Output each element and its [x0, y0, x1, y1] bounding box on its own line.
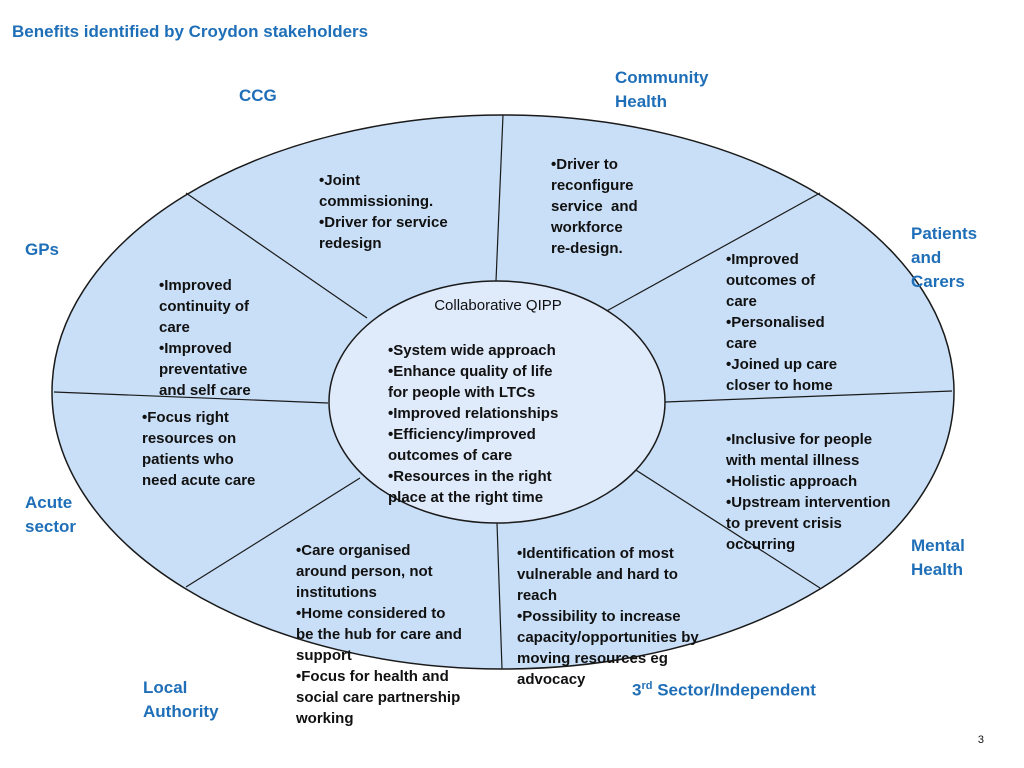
divider-community-patients: [602, 192, 821, 314]
divider-patients-mental: [664, 390, 953, 403]
center-bullet: •Efficiency/improved: [388, 426, 536, 443]
third-sector-bullet: •Possibility to increase: [517, 608, 681, 625]
label-acute-sector: Acute sector: [25, 493, 77, 536]
mental-bullet: occurring: [726, 536, 796, 553]
center-bullet: •System wide approach: [388, 342, 556, 359]
acute-bullet: patients who: [142, 451, 234, 468]
segment-mental-text: •Inclusive for people with mental illnes…: [726, 429, 921, 555]
community-bullet: workforce: [551, 219, 623, 236]
divider-third-local: [496, 522, 503, 670]
gps-bullet: and self care: [159, 382, 251, 399]
patients-bullet: •Improved: [726, 251, 799, 268]
label-ccg: CCG: [239, 86, 277, 105]
local-authority-bullet: around person, not: [296, 563, 433, 580]
segment-local-authority-text: •Care organised around person, not insti…: [296, 540, 496, 729]
local-authority-bullet: institutions: [296, 584, 377, 601]
community-bullet: reconfigure: [551, 177, 634, 194]
mental-bullet: •Upstream intervention: [726, 494, 891, 511]
community-bullet: •Driver to: [551, 156, 618, 173]
label-local-authority: Local Authority: [143, 678, 219, 721]
gps-bullet: •Improved: [159, 340, 232, 357]
mental-bullet: with mental illness: [726, 452, 860, 469]
page-title: Benefits identified by Croydon stakehold…: [12, 22, 369, 41]
label-gps: GPs: [25, 240, 60, 259]
acute-bullet: •Focus right: [142, 409, 229, 426]
ccg-bullet: •Joint: [319, 172, 361, 189]
third-sector-bullet: advocacy: [517, 671, 586, 688]
patients-bullet: •Personalised: [726, 314, 825, 331]
local-authority-bullet: •Focus for health and: [296, 668, 449, 685]
third-sector-bullet: reach: [517, 587, 558, 604]
patients-bullet: care: [726, 293, 757, 310]
center-bullets: •System wide approach •Enhance quality o…: [388, 340, 598, 508]
local-authority-bullet: working: [296, 710, 354, 727]
third-sector-text: Sector/Independent: [652, 680, 816, 700]
gps-bullet: preventative: [159, 361, 248, 378]
third-sector-number: 3: [632, 680, 642, 700]
third-sector-bullet: •Identification of most: [517, 545, 674, 562]
patients-bullet: outcomes of: [726, 272, 816, 289]
local-authority-bullet: •Care organised: [296, 542, 411, 559]
patients-bullet: care: [726, 335, 757, 352]
mental-bullet: to prevent crisis: [726, 515, 842, 532]
local-authority-bullet: •Home considered to: [296, 605, 446, 622]
gps-bullet: continuity of: [159, 298, 249, 315]
local-authority-bullet: social care partnership: [296, 689, 461, 706]
label-mental-health: Mental Health: [911, 536, 965, 579]
mental-bullet: •Holistic approach: [726, 473, 858, 490]
segment-third-sector-text: •Identification of most vulnerable and h…: [517, 543, 732, 690]
community-bullet: service and: [551, 198, 638, 215]
segment-gps-text: •Improved continuity of care •Improved p…: [159, 275, 289, 401]
center-bullet: outcomes of care: [388, 447, 513, 464]
segment-acute-text: •Focus right resources on patients who n…: [142, 407, 282, 491]
gps-bullet: •Improved: [159, 277, 232, 294]
divider-ccg-community: [495, 114, 504, 282]
ccg-bullet: •Driver for service: [319, 214, 448, 231]
patients-bullet: closer to home: [726, 377, 833, 394]
center-title: Collaborative QIPP: [434, 297, 562, 314]
gps-bullet: care: [159, 319, 190, 336]
divider-acute-gps: [53, 391, 329, 404]
mental-bullet: •Inclusive for people: [726, 431, 873, 448]
center-bullet: for people with LTCs: [388, 384, 536, 401]
acute-bullet: resources on: [142, 430, 237, 447]
third-sector-superscript: rd: [641, 680, 653, 692]
patients-bullet: •Joined up care: [726, 356, 838, 373]
label-community-health: Community Health: [615, 68, 709, 111]
center-bullet: •Resources in the right: [388, 468, 552, 485]
segment-patients-text: •Improved outcomes of care •Personalised…: [726, 249, 866, 396]
third-sector-bullet: capacity/opportunities by: [517, 629, 699, 646]
center-bullet: place at the right time: [388, 489, 544, 506]
third-sector-bullet: moving resources eg: [517, 650, 668, 667]
acute-bullet: need acute care: [142, 472, 256, 489]
label-patients-carers: Patients and Carers: [911, 224, 978, 291]
center-ellipse: [328, 280, 666, 524]
local-authority-bullet: be the hub for care and: [296, 626, 462, 643]
segment-community-text: •Driver to reconfigure service and workf…: [551, 154, 681, 259]
divider-gps-ccg: [185, 192, 368, 319]
ccg-bullet: commissioning.: [319, 193, 434, 210]
label-third-sector: 3rd Sector/Independent: [632, 674, 816, 703]
community-bullet: re-design.: [551, 240, 623, 257]
center-bullet: •Improved relationships: [388, 405, 559, 422]
segment-ccg-text: •Joint commissioning. •Driver for servic…: [319, 170, 484, 254]
center-bullet: •Enhance quality of life: [388, 363, 553, 380]
divider-local-acute: [185, 477, 361, 588]
local-authority-bullet: support: [296, 647, 352, 664]
page-number: 3: [977, 734, 984, 746]
divider-mental-third: [627, 464, 821, 589]
ccg-bullet: redesign: [319, 235, 382, 252]
third-sector-bullet: vulnerable and hard to: [517, 566, 678, 583]
